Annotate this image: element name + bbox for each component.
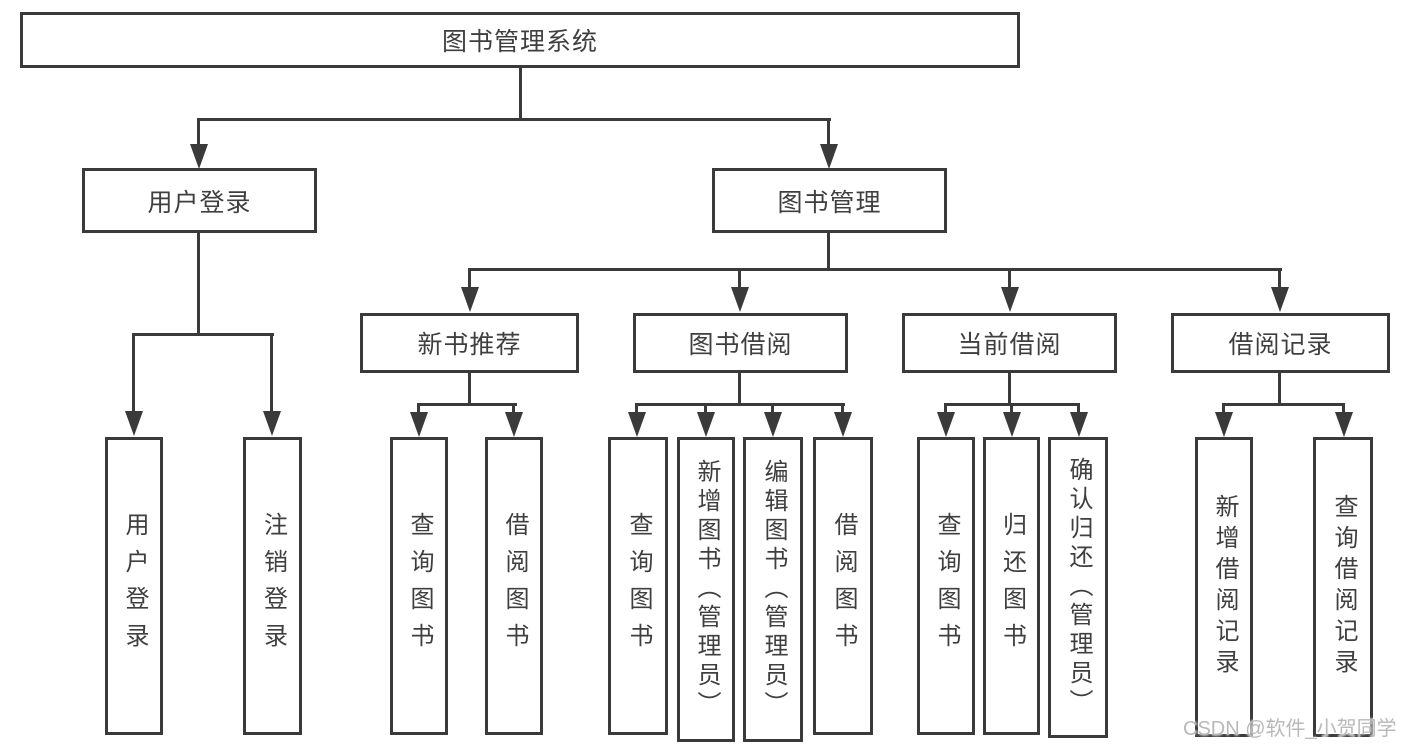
connector-bookmgmt-branch — [468, 268, 1282, 271]
node-label: 当前借阅 — [957, 331, 1062, 359]
connector-arrow-stem — [512, 403, 515, 415]
leaf-label: 查询图书 — [933, 512, 960, 660]
connector-arrow-stem — [1278, 268, 1281, 288]
arrow-down-icon — [125, 411, 143, 436]
connector-current-stem — [1008, 373, 1011, 406]
leaf-add-books-admin: 新增图书（管理员） — [677, 437, 735, 742]
arrow-down-icon — [1070, 412, 1088, 437]
arrow-down-icon — [1215, 412, 1233, 437]
connector-arrow-stem — [1010, 403, 1013, 415]
arrow-down-icon — [263, 411, 281, 436]
connector-arrow-stem — [270, 333, 273, 411]
leaf-label: 查询图书 — [625, 512, 652, 660]
leaf-label: 归还图书 — [998, 512, 1026, 660]
connector-arrow-stem — [1222, 403, 1225, 415]
leaf-label: 确认归还（管理员） — [1065, 457, 1092, 718]
connector-records-branch — [1222, 403, 1345, 406]
arrow-down-icon — [834, 412, 852, 437]
arrow-down-icon — [697, 412, 715, 437]
csdn-watermark: CSDN @软件_小贺同学 — [1183, 718, 1397, 740]
node-label: 用户登录 — [147, 188, 252, 217]
connector-arrow-stem — [1077, 403, 1080, 415]
connector-arrow-stem — [417, 403, 420, 415]
leaf-query-books-current: 查询图书 — [917, 437, 975, 735]
leaf-label: 借阅图书 — [830, 512, 857, 660]
node-label: 图书管理 — [777, 188, 882, 217]
connector-arrow-stem — [841, 403, 844, 415]
connector-records-stem — [1278, 373, 1281, 406]
arrow-down-icon — [1335, 412, 1353, 437]
arrow-down-icon — [190, 144, 208, 169]
node-label: 图书借阅 — [688, 331, 793, 359]
connector-borrow-branch — [635, 403, 845, 406]
arrow-down-icon — [1001, 287, 1019, 312]
connector-arrow-stem — [1342, 403, 1345, 415]
connector-arrow-stem — [1008, 268, 1011, 288]
connector-newbook-branch — [417, 403, 517, 406]
leaf-label: 查询借阅记录 — [1330, 494, 1357, 680]
node-label: 图书管理系统 — [441, 28, 598, 56]
arrow-down-icon — [1003, 412, 1021, 437]
arrow-down-icon — [764, 412, 782, 437]
connector-root-stem — [519, 68, 522, 120]
node-book-borrowing: 图书借阅 — [633, 313, 848, 373]
connector-arrow-stem — [771, 403, 774, 415]
connector-arrow-stem — [738, 268, 741, 288]
arrow-down-icon — [461, 287, 479, 312]
node-label: 新书推荐 — [417, 331, 522, 359]
connector-arrow-stem — [635, 403, 638, 415]
connector-arrow-stem — [197, 118, 200, 148]
node-current-borrowing: 当前借阅 — [902, 313, 1117, 373]
arrow-down-icon — [1271, 287, 1289, 312]
node-book-management: 图书管理 — [712, 168, 947, 233]
arrow-down-icon — [410, 412, 428, 437]
leaf-add-borrow-record: 新增借阅记录 — [1195, 437, 1253, 737]
node-user-login: 用户登录 — [82, 168, 317, 233]
leaf-confirm-return-admin: 确认归还（管理员） — [1048, 437, 1108, 738]
arrow-down-icon — [937, 412, 955, 437]
leaf-edit-books-admin: 编辑图书（管理员） — [743, 437, 803, 742]
leaf-return-books: 归还图书 — [983, 437, 1040, 735]
leaf-user-login: 用户登录 — [105, 437, 163, 735]
leaf-label: 注销登录 — [259, 512, 287, 660]
arrow-down-icon — [505, 412, 523, 437]
leaf-label: 编辑图书（管理员） — [760, 459, 787, 720]
leaf-label: 借阅图书 — [501, 512, 528, 660]
connector-arrow-stem — [468, 268, 471, 288]
connector-arrow-stem — [944, 403, 947, 415]
leaf-query-books-recommend: 查询图书 — [390, 437, 448, 735]
connector-arrow-stem — [704, 403, 707, 415]
connector-arrow-stem — [827, 118, 830, 148]
connector-newbook-stem — [468, 373, 471, 406]
connector-arrow-stem — [132, 333, 135, 411]
arrow-down-icon — [820, 144, 838, 169]
connector-userlogin-branch — [132, 333, 274, 336]
connector-root-branch — [197, 118, 831, 121]
leaf-query-borrow-record: 查询借阅记录 — [1313, 437, 1373, 737]
leaf-borrow-books-recommend: 借阅图书 — [485, 437, 543, 735]
leaf-query-books-borrow: 查询图书 — [608, 437, 668, 735]
leaf-label: 用户登录 — [121, 512, 148, 660]
leaf-label: 新增图书（管理员） — [693, 459, 720, 720]
leaf-borrow-books: 借阅图书 — [813, 437, 873, 735]
connector-bookmgmt-stem — [827, 233, 830, 270]
connector-userlogin-stem — [197, 233, 200, 335]
leaf-label: 新增借阅记录 — [1211, 494, 1238, 680]
leaf-logout: 注销登录 — [243, 437, 302, 735]
arrow-down-icon — [731, 287, 749, 312]
node-label: 借阅记录 — [1228, 331, 1333, 359]
connector-borrow-stem — [738, 373, 741, 406]
node-library-management-system: 图书管理系统 — [20, 12, 1020, 68]
node-new-book-recommendation: 新书推荐 — [360, 313, 579, 373]
node-borrowing-records: 借阅记录 — [1171, 313, 1390, 373]
arrow-down-icon — [628, 412, 646, 437]
leaf-label: 查询图书 — [406, 512, 433, 660]
